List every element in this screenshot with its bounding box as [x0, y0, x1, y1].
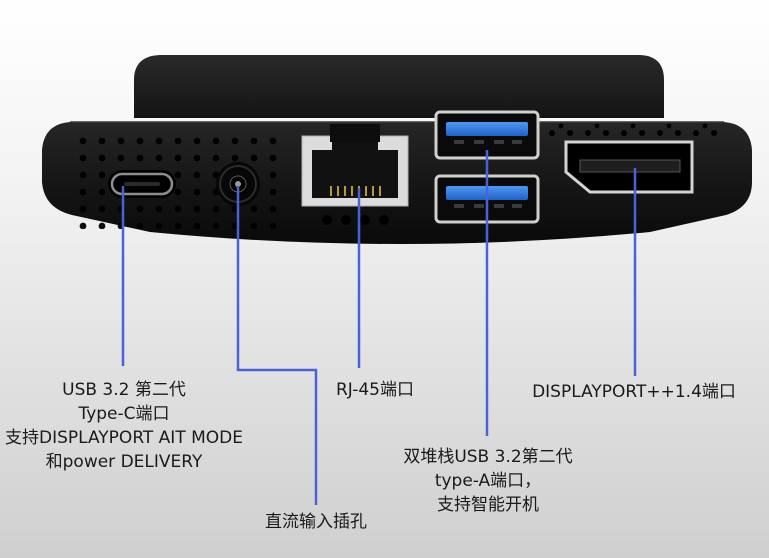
label-line: 支持DISPLAYPORT AIT MODE [4, 428, 243, 448]
displayport-icon [564, 140, 694, 194]
label-line: USB 3.2 第二代 [62, 380, 186, 400]
label-displayport: DISPLAYPORT++1.4端口 [500, 380, 768, 404]
vent-holes-right [549, 123, 717, 136]
label-line: DISPLAYPORT++1.4端口 [532, 382, 736, 402]
label-line: 双堆栈USB 3.2第二代 [403, 447, 573, 467]
leader-line-dc [236, 186, 318, 505]
dc-jack-icon [216, 162, 260, 206]
label-line: RJ-45端口 [336, 380, 414, 400]
label-line: 和power DELIVERY [45, 452, 203, 472]
device-top-housing [134, 55, 664, 118]
label-usb-c-port: USB 3.2 第二代 Type-C端口 支持DISPLAYPORT AIT M… [0, 378, 248, 474]
label-rj45-port: RJ-45端口 [300, 378, 450, 402]
label-line: Type-C端口 [78, 404, 170, 424]
label-line: 直流输入插孔 [265, 512, 367, 532]
usb-c-port-icon [108, 170, 176, 198]
label-line: type-A端口， [434, 471, 542, 491]
ethernet-port-icon [301, 124, 409, 207]
leader-lines [121, 150, 637, 505]
vent-holes-lower [322, 215, 389, 225]
label-dc-jack: 直流输入插孔 [238, 510, 394, 534]
label-line: 支持智能开机 [437, 495, 539, 515]
label-usb-a-ports: 双堆栈USB 3.2第二代 type-A端口， 支持智能开机 [372, 445, 604, 517]
